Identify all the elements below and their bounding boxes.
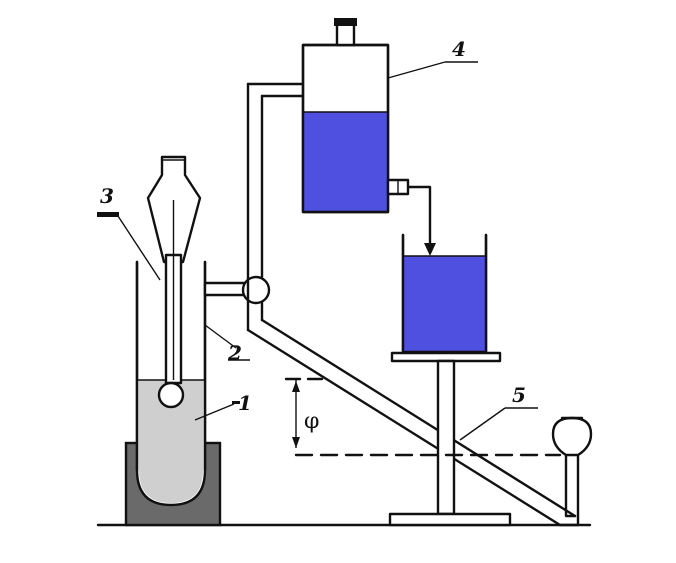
angle-label: φ bbox=[304, 409, 319, 434]
label-2: 2 bbox=[227, 341, 242, 365]
rubber-bulb bbox=[551, 416, 593, 457]
tube-diagonal-outer bbox=[246, 328, 562, 527]
flow-arrowhead bbox=[424, 243, 436, 256]
side-arm bbox=[203, 281, 249, 297]
tube-elbow-outer bbox=[558, 453, 580, 527]
reservoir-cap bbox=[334, 18, 357, 26]
stand-base bbox=[388, 512, 512, 527]
leader-2 bbox=[204, 324, 237, 349]
leader-4 bbox=[387, 61, 446, 79]
angle-arrowhead-up bbox=[292, 381, 300, 392]
label-3: 3 bbox=[100, 184, 114, 208]
angle-arrowhead-down bbox=[292, 437, 300, 448]
label-3-bar bbox=[97, 212, 119, 217]
leader-5 bbox=[459, 407, 506, 441]
tube-liquid bbox=[139, 380, 203, 503]
connector-ball bbox=[241, 275, 271, 305]
stand-column bbox=[436, 359, 456, 516]
label-4: 4 bbox=[452, 37, 466, 61]
label-1: 1 bbox=[238, 391, 252, 415]
reservoir-liquid bbox=[304, 112, 387, 211]
bulb-tip bbox=[157, 381, 185, 409]
tube-diagonal-inner bbox=[260, 318, 577, 518]
leader-3 bbox=[115, 212, 161, 281]
label-1-tick bbox=[232, 401, 240, 404]
tube-elbow-inner bbox=[564, 453, 577, 518]
leader-1 bbox=[194, 403, 235, 421]
beaker-liquid bbox=[404, 256, 485, 351]
flow-arrow bbox=[406, 185, 432, 249]
label-5: 5 bbox=[512, 383, 526, 407]
